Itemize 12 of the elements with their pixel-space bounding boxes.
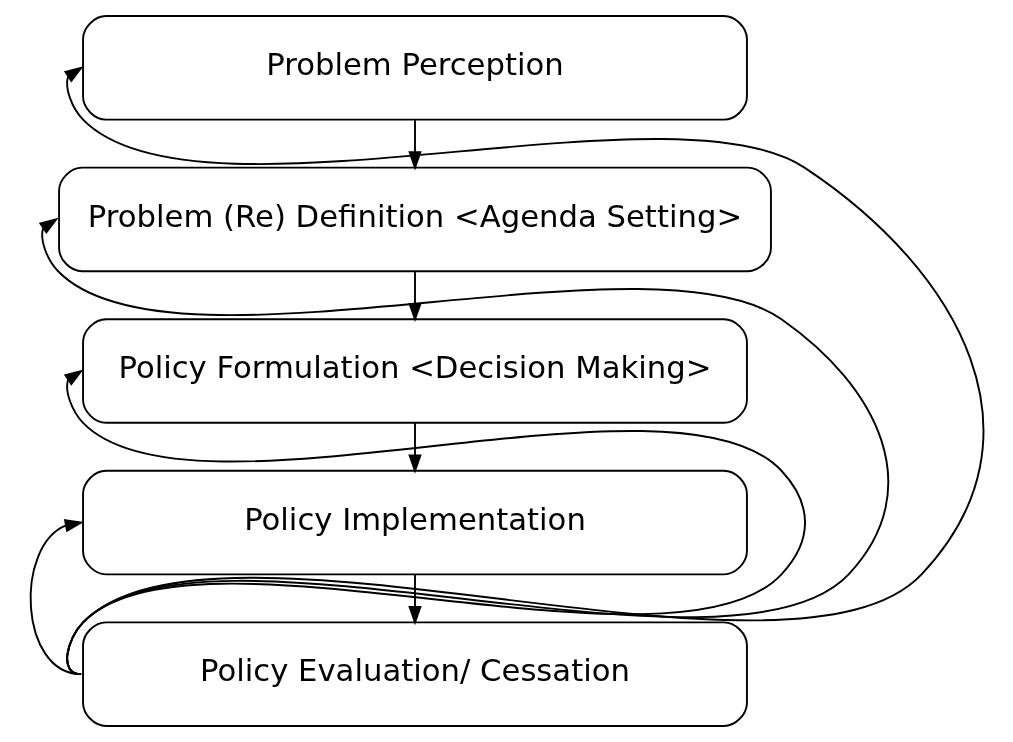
arrow (29, 519, 84, 676)
arrow (407, 118, 422, 171)
arrow (407, 573, 422, 626)
node-box: Problem Perception (81, 15, 748, 121)
node-box: Problem (Re) Definition <Agenda Setting> (57, 166, 772, 273)
node-box: Policy Formulation <Decision Making> (81, 318, 748, 424)
arrow (63, 66, 984, 676)
arrow (38, 217, 889, 676)
node-box: Policy Evaluation/ Cessation (81, 621, 748, 727)
arrow (63, 369, 806, 676)
node-box: Policy Implementation (81, 469, 748, 576)
arrow (407, 421, 422, 474)
